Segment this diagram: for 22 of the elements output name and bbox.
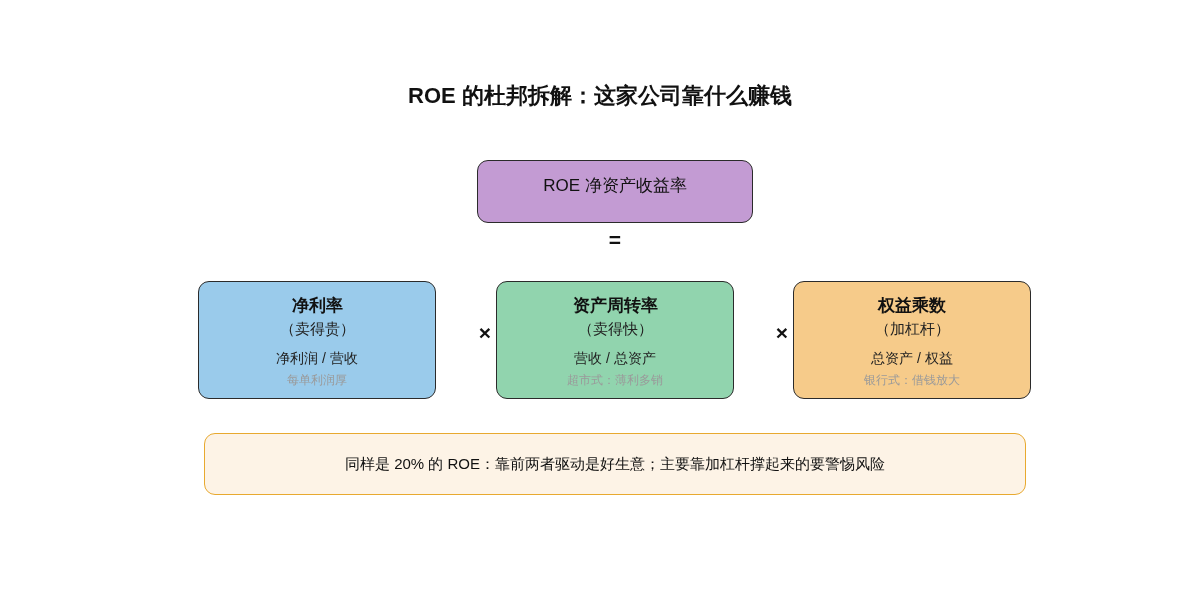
example-note: 每单利润厚: [287, 372, 347, 388]
factor-subtitle: （加杠杆）: [874, 319, 950, 339]
factor-box: [496, 281, 734, 399]
factor-title: 资产周转率: [572, 295, 658, 317]
formula-text: 总资产 / 权益: [871, 349, 953, 368]
note-text: 同样是 20% 的 ROE：靠前两者驱动是好生意；主要靠加杠杆撑起来的要警惕风险: [345, 454, 885, 474]
factor-subtitle: （卖得快）: [577, 319, 653, 339]
factor-title: 权益乘数: [878, 295, 946, 317]
factor-title: 净利率: [291, 295, 343, 317]
factor-box: [793, 281, 1031, 399]
metric-title: ROE 净资产收益率: [543, 175, 687, 197]
factor-box: [198, 281, 436, 399]
diagram-title: ROE 的杜邦拆解：这家公司靠什么赚钱: [407, 82, 793, 110]
multiply-sign: ×: [478, 321, 492, 345]
multiply-sign: ×: [775, 321, 789, 345]
formula-text: 净利润 / 营收: [276, 349, 358, 368]
example-note: 银行式：借钱放大: [864, 372, 960, 388]
factor-subtitle: （卖得贵）: [279, 319, 355, 339]
metric-box: [477, 160, 753, 223]
formula-text: 营收 / 总资产: [574, 349, 656, 368]
note-box: [204, 433, 1026, 495]
equals-sign: =: [608, 228, 622, 252]
